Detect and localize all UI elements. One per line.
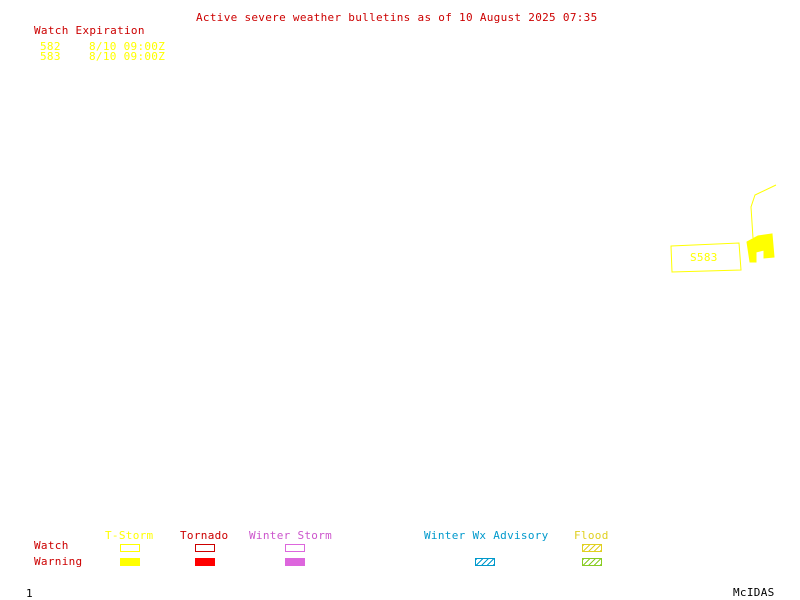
watch-list-item-id: 582 bbox=[40, 40, 61, 53]
legend-tornado-label: Tornado bbox=[180, 529, 229, 542]
legend-winter-storm-watch-swatch bbox=[285, 544, 305, 552]
legend-warning-row-label: Warning bbox=[34, 555, 83, 568]
legend-flood-warning-swatch bbox=[582, 558, 602, 566]
watch-label: S583 bbox=[690, 251, 718, 264]
legend-tornado-warning-swatch bbox=[195, 558, 215, 566]
legend-tstorm-watch-swatch bbox=[120, 544, 140, 552]
legend-tornado-watch-swatch bbox=[195, 544, 215, 552]
legend-tstorm-warning-swatch bbox=[120, 558, 140, 566]
legend-winter-storm-label: Winter Storm bbox=[249, 529, 333, 542]
watch-list-header: Watch Expiration bbox=[34, 24, 145, 37]
watch-label-box bbox=[670, 242, 742, 273]
watch-list-item-expiration: 8/10 09:00Z bbox=[89, 40, 166, 53]
frame-number: 1 bbox=[26, 587, 33, 600]
legend-watch-row-label: Watch bbox=[34, 539, 69, 552]
tstorm-warning-polygon bbox=[746, 233, 775, 263]
mcidas-brand: McIDAS bbox=[733, 586, 775, 599]
map-border-line bbox=[750, 184, 777, 239]
bulletin-title: Active severe weather bulletins as of 10… bbox=[196, 11, 598, 24]
legend-flood-label: Flood bbox=[574, 529, 609, 542]
watch-list-item-expiration: 8/10 09:00Z bbox=[89, 50, 166, 63]
legend-winter-wx-label: Winter Wx Advisory bbox=[424, 529, 549, 542]
legend-flood-watch-swatch bbox=[582, 544, 602, 552]
legend-winter-storm-warning-swatch bbox=[285, 558, 305, 566]
legend-tstorm-label: T-Storm bbox=[105, 529, 154, 542]
legend-winter-wx-warning-swatch bbox=[475, 558, 495, 566]
watch-list-item-id: 583 bbox=[40, 50, 61, 63]
